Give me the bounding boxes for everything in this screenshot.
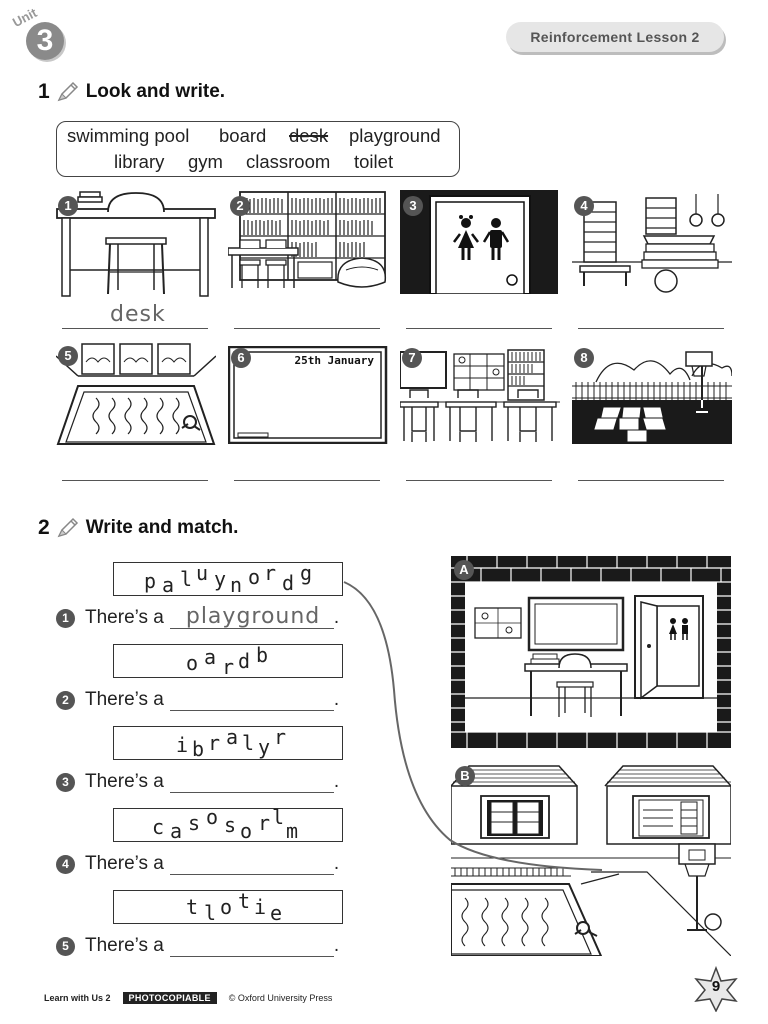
- answer-blank[interactable]: [169, 771, 334, 793]
- sentence-suffix: .: [333, 935, 340, 956]
- sentence-prefix: There’s a: [85, 853, 164, 874]
- word-bank-item-crossed: desk: [289, 125, 329, 146]
- exercise-2-instruction: Write and match.: [85, 517, 239, 538]
- item-number: 1: [56, 608, 75, 628]
- board-date-text: 25th January: [294, 354, 374, 367]
- item-number: 3: [56, 772, 75, 792]
- answer-line[interactable]: [578, 480, 724, 481]
- lesson-title: Reinforcement Lesson 2: [506, 22, 724, 52]
- sentence-1: 1 There’s a playground .: [56, 604, 340, 630]
- scene-label: B: [455, 766, 475, 786]
- answer-line[interactable]: [234, 480, 380, 481]
- word-bank: swimming pool board desk playground libr…: [56, 121, 460, 177]
- gym-picture: 4: [572, 190, 732, 294]
- picture-number: 4: [574, 196, 594, 216]
- playground-picture: 8: [572, 346, 732, 444]
- item-number: 4: [56, 854, 75, 874]
- scrambled-word-box: c a s o s o r l m: [113, 805, 343, 843]
- scrambled-word-box: o a r d b: [113, 643, 343, 679]
- footer: Learn with Us 2 PHOTOCOPIABLE © Oxford U…: [44, 992, 332, 1004]
- unit-badge: Unit 3: [10, 5, 68, 64]
- sentence-prefix: There’s a: [85, 607, 164, 628]
- picture-number: 6: [231, 348, 251, 368]
- desk-picture: 1: [56, 190, 216, 298]
- picture-number: 5: [58, 346, 78, 366]
- word-bank-item: gym: [188, 151, 223, 172]
- answer-blank[interactable]: [169, 935, 334, 957]
- sentence-prefix: There’s a: [85, 935, 164, 956]
- unit-number: 3: [26, 22, 64, 60]
- scene-a-classroom: A: [451, 556, 731, 748]
- sentence-suffix: .: [333, 771, 340, 792]
- answer-blank[interactable]: [169, 853, 334, 875]
- word-bank-item: library: [114, 151, 165, 172]
- answer-line[interactable]: [62, 480, 208, 481]
- sentence-suffix: .: [333, 607, 340, 628]
- picture-number: 2: [230, 196, 250, 216]
- sentence-prefix: There’s a: [85, 771, 164, 792]
- star-icon: [694, 965, 738, 1013]
- picture-number: 1: [58, 196, 78, 216]
- classroom-picture: 7: [400, 346, 560, 444]
- word-bank-item: classroom: [246, 151, 331, 172]
- answer-line[interactable]: [406, 328, 552, 329]
- word-bank-item: board: [219, 125, 267, 146]
- answer-example: playground: [185, 604, 321, 629]
- board-picture: 6 25th January: [228, 346, 388, 444]
- sentence-2: 2 There’s a .: [56, 688, 339, 712]
- item-number: 2: [56, 690, 75, 710]
- exercise-2-heading: 2 Write and match.: [38, 516, 238, 540]
- sentence-suffix: .: [333, 689, 340, 710]
- picture-number: 3: [403, 196, 423, 216]
- sentence-4: 4 There’s a .: [56, 852, 339, 876]
- word-bank-item: toilet: [354, 151, 394, 172]
- answer-line[interactable]: [62, 328, 208, 329]
- toilet-picture: 3: [400, 190, 558, 294]
- sentence-suffix: .: [333, 853, 340, 874]
- sentence-3: 3 There’s a .: [56, 770, 339, 794]
- page-number-badge: 9: [692, 965, 740, 1013]
- scene-b-outdoor: B: [451, 762, 731, 956]
- answer-example: desk: [110, 302, 166, 327]
- swimming-pool-picture: 5: [56, 342, 216, 446]
- photocopiable-badge: PHOTOCOPIABLE: [122, 992, 217, 1004]
- exercise-1-number: 1: [38, 80, 50, 103]
- pencil-icon: [57, 81, 78, 102]
- copyright-text: © Oxford University Press: [228, 993, 333, 1003]
- exercise-1-instruction: Look and write.: [85, 81, 226, 102]
- exercise-1-heading: 1 Look and write.: [38, 80, 225, 104]
- pencil-icon: [57, 517, 78, 538]
- picture-number: 7: [402, 348, 422, 368]
- exercise-2-number: 2: [38, 516, 50, 539]
- item-number: 5: [56, 936, 75, 956]
- library-picture: 2: [228, 190, 388, 292]
- picture-number: 8: [574, 348, 594, 368]
- answer-line[interactable]: [406, 480, 552, 481]
- matching-line: [343, 581, 603, 871]
- scrambled-word-box: i b r a l y r: [113, 725, 343, 761]
- sentence-prefix: There’s a: [85, 689, 164, 710]
- sentence-5: 5 There’s a .: [56, 934, 339, 958]
- scrambled-word-box: t l o t i e: [113, 889, 343, 925]
- word-bank-item: swimming pool: [67, 125, 190, 146]
- scene-label: A: [454, 560, 474, 580]
- answer-blank[interactable]: [169, 689, 334, 711]
- scrambled-word-box: p a l u y n o r d g: [113, 561, 343, 597]
- word-bank-item: playground: [349, 125, 441, 146]
- answer-blank[interactable]: playground: [169, 604, 334, 629]
- answer-line[interactable]: [234, 328, 380, 329]
- footer-brand: Learn with Us 2: [44, 993, 111, 1003]
- answer-line[interactable]: [578, 328, 724, 329]
- page-number: 9: [711, 978, 721, 995]
